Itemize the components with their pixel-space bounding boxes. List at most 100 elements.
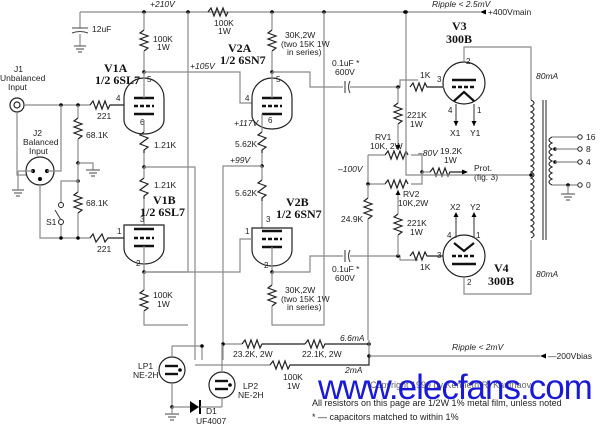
svg-text:0.1uF *: 0.1uF * [332, 58, 360, 68]
svg-text:80mA: 80mA [536, 71, 559, 81]
svg-text:Balanced: Balanced [23, 137, 59, 147]
svg-text:100K: 100K [153, 290, 173, 300]
tube-v1a-type: 1/2 6SL7 [95, 73, 140, 87]
svg-text:4: 4 [448, 106, 453, 115]
svg-text:NE-2H: NE-2H [133, 370, 159, 380]
tap-8: 8 [586, 144, 591, 154]
svg-text:X1: X1 [450, 128, 461, 138]
svg-text:3: 3 [437, 75, 442, 84]
svg-text:+117V: +117V [234, 118, 260, 128]
svg-text:0.1uF *: 0.1uF * [332, 264, 360, 274]
svg-text:1.21K: 1.21K [154, 180, 177, 190]
copyright-text: Copyright 1999 by Kenneth R. Kantnaov [370, 380, 532, 390]
arrow-main-out [480, 9, 486, 15]
potentiometer-rv1[interactable]: RV1 10K, 2W [370, 132, 409, 161]
svg-text:68.1K: 68.1K [86, 130, 109, 140]
tap-0: 0 [586, 180, 591, 190]
tube-v1b: 3 1 2 [117, 215, 165, 268]
svg-text:1W: 1W [218, 26, 231, 36]
svg-text:221K: 221K [407, 218, 427, 228]
svg-text:LP2: LP2 [243, 381, 258, 391]
label-200v-bias: —200Vbias [548, 351, 592, 361]
svg-text:S1: S1 [46, 217, 57, 227]
svg-text:(two 15K 1W: (two 15K 1W [281, 294, 330, 304]
svg-text:5: 5 [276, 75, 281, 84]
svg-text:V1B: V1B [153, 193, 176, 207]
tube-v3: 2 3 4 1 [437, 57, 486, 115]
svg-text:–80V: –80V [417, 148, 439, 158]
svg-text:+105V: +105V [190, 61, 216, 71]
svg-text:22.1K, 2W: 22.1K, 2W [302, 349, 342, 359]
svg-text:1: 1 [117, 227, 122, 236]
svg-text:RV2: RV2 [403, 189, 420, 199]
svg-text:5: 5 [147, 75, 152, 84]
svg-text:2: 2 [466, 57, 471, 66]
svg-text:10K, 2W: 10K, 2W [370, 141, 403, 151]
svg-text:4: 4 [245, 94, 250, 103]
svg-text:80mA: 80mA [536, 269, 559, 279]
svg-text:X2: X2 [450, 202, 461, 212]
svg-text:4: 4 [116, 94, 121, 103]
svg-text:1W: 1W [157, 42, 170, 52]
note-capacitors: * — capacitors matched to within 1% [312, 412, 459, 422]
jack-j2-xlr: J2 Balanced Input [23, 128, 59, 186]
svg-text:221: 221 [97, 111, 111, 121]
label-400v-main: +400Vmain [488, 7, 532, 17]
svg-text:3: 3 [437, 251, 442, 260]
capacitor-12uf: 12uF [71, 12, 111, 53]
svg-text:300B: 300B [446, 32, 472, 46]
svg-text:12uF: 12uF [92, 24, 111, 34]
svg-text:6: 6 [140, 118, 145, 127]
svg-text:1W: 1W [287, 381, 300, 391]
tube-v1a-ref: V1A [104, 61, 128, 75]
svg-text:1K: 1K [420, 70, 431, 80]
svg-text:2mA: 2mA [344, 365, 363, 375]
svg-text:J2: J2 [33, 128, 42, 138]
label-prot: Prot. [474, 163, 492, 173]
svg-text:V3: V3 [452, 19, 467, 33]
svg-text:1/2 6SN7: 1/2 6SN7 [276, 207, 322, 221]
svg-text:J1: J1 [14, 64, 23, 74]
svg-text:NE-2H: NE-2H [238, 390, 264, 400]
label-210v: +210V [150, 0, 176, 9]
svg-text:1: 1 [476, 231, 481, 240]
svg-text:221K: 221K [407, 110, 427, 120]
svg-text:1: 1 [245, 227, 250, 236]
svg-text:19.2K: 19.2K [440, 146, 463, 156]
svg-text:(fig. 3): (fig. 3) [474, 172, 498, 182]
label-ripple-bottom: Ripple < 2mV [452, 342, 505, 352]
svg-text:1: 1 [477, 106, 482, 115]
resistor-100k-top: 100K 1W [207, 6, 234, 36]
watermark: www.elecfans.com [318, 368, 593, 407]
rail-210v: +210V [80, 0, 410, 14]
switch-s1[interactable]: S1 [46, 202, 64, 228]
note-resistors: All resistors on this page are 1/2W 1% m… [312, 398, 562, 408]
svg-text:Input: Input [29, 146, 49, 156]
svg-text:1W: 1W [444, 155, 457, 165]
svg-text:–100V: –100V [337, 164, 364, 174]
svg-text:2: 2 [467, 278, 472, 287]
svg-text:1K: 1K [420, 262, 431, 272]
svg-text:300B: 300B [488, 274, 514, 288]
potentiometer-rv2[interactable]: RV2 10K,2W [384, 178, 428, 208]
svg-text:1W: 1W [410, 119, 423, 129]
svg-text:30K,2W: 30K,2W [285, 285, 315, 295]
neon-lamp-lp1: LP1 NE-2H [133, 356, 186, 384]
svg-text:6: 6 [268, 116, 273, 125]
svg-text:V2B: V2B [286, 195, 309, 209]
capacitor-c01-bottom: 0.1uF * 600V [332, 249, 360, 283]
svg-text:UF4007: UF4007 [196, 416, 227, 426]
tube-v1a: 5 4 6 [116, 75, 165, 135]
svg-text:Unbalanced: Unbalanced [0, 73, 46, 83]
svg-text:RV1: RV1 [375, 132, 392, 142]
svg-text:V2A: V2A [228, 41, 252, 55]
label-ripple-top: Ripple < 2.5mV [432, 0, 492, 9]
svg-text:5.62K: 5.62K [235, 188, 258, 198]
svg-text:3: 3 [266, 215, 271, 224]
svg-text:Input: Input [8, 82, 28, 92]
svg-text:in series): in series) [287, 302, 322, 312]
svg-text:24.9K: 24.9K [341, 214, 364, 224]
svg-text:100K: 100K [153, 34, 173, 44]
svg-text:221: 221 [97, 244, 111, 254]
